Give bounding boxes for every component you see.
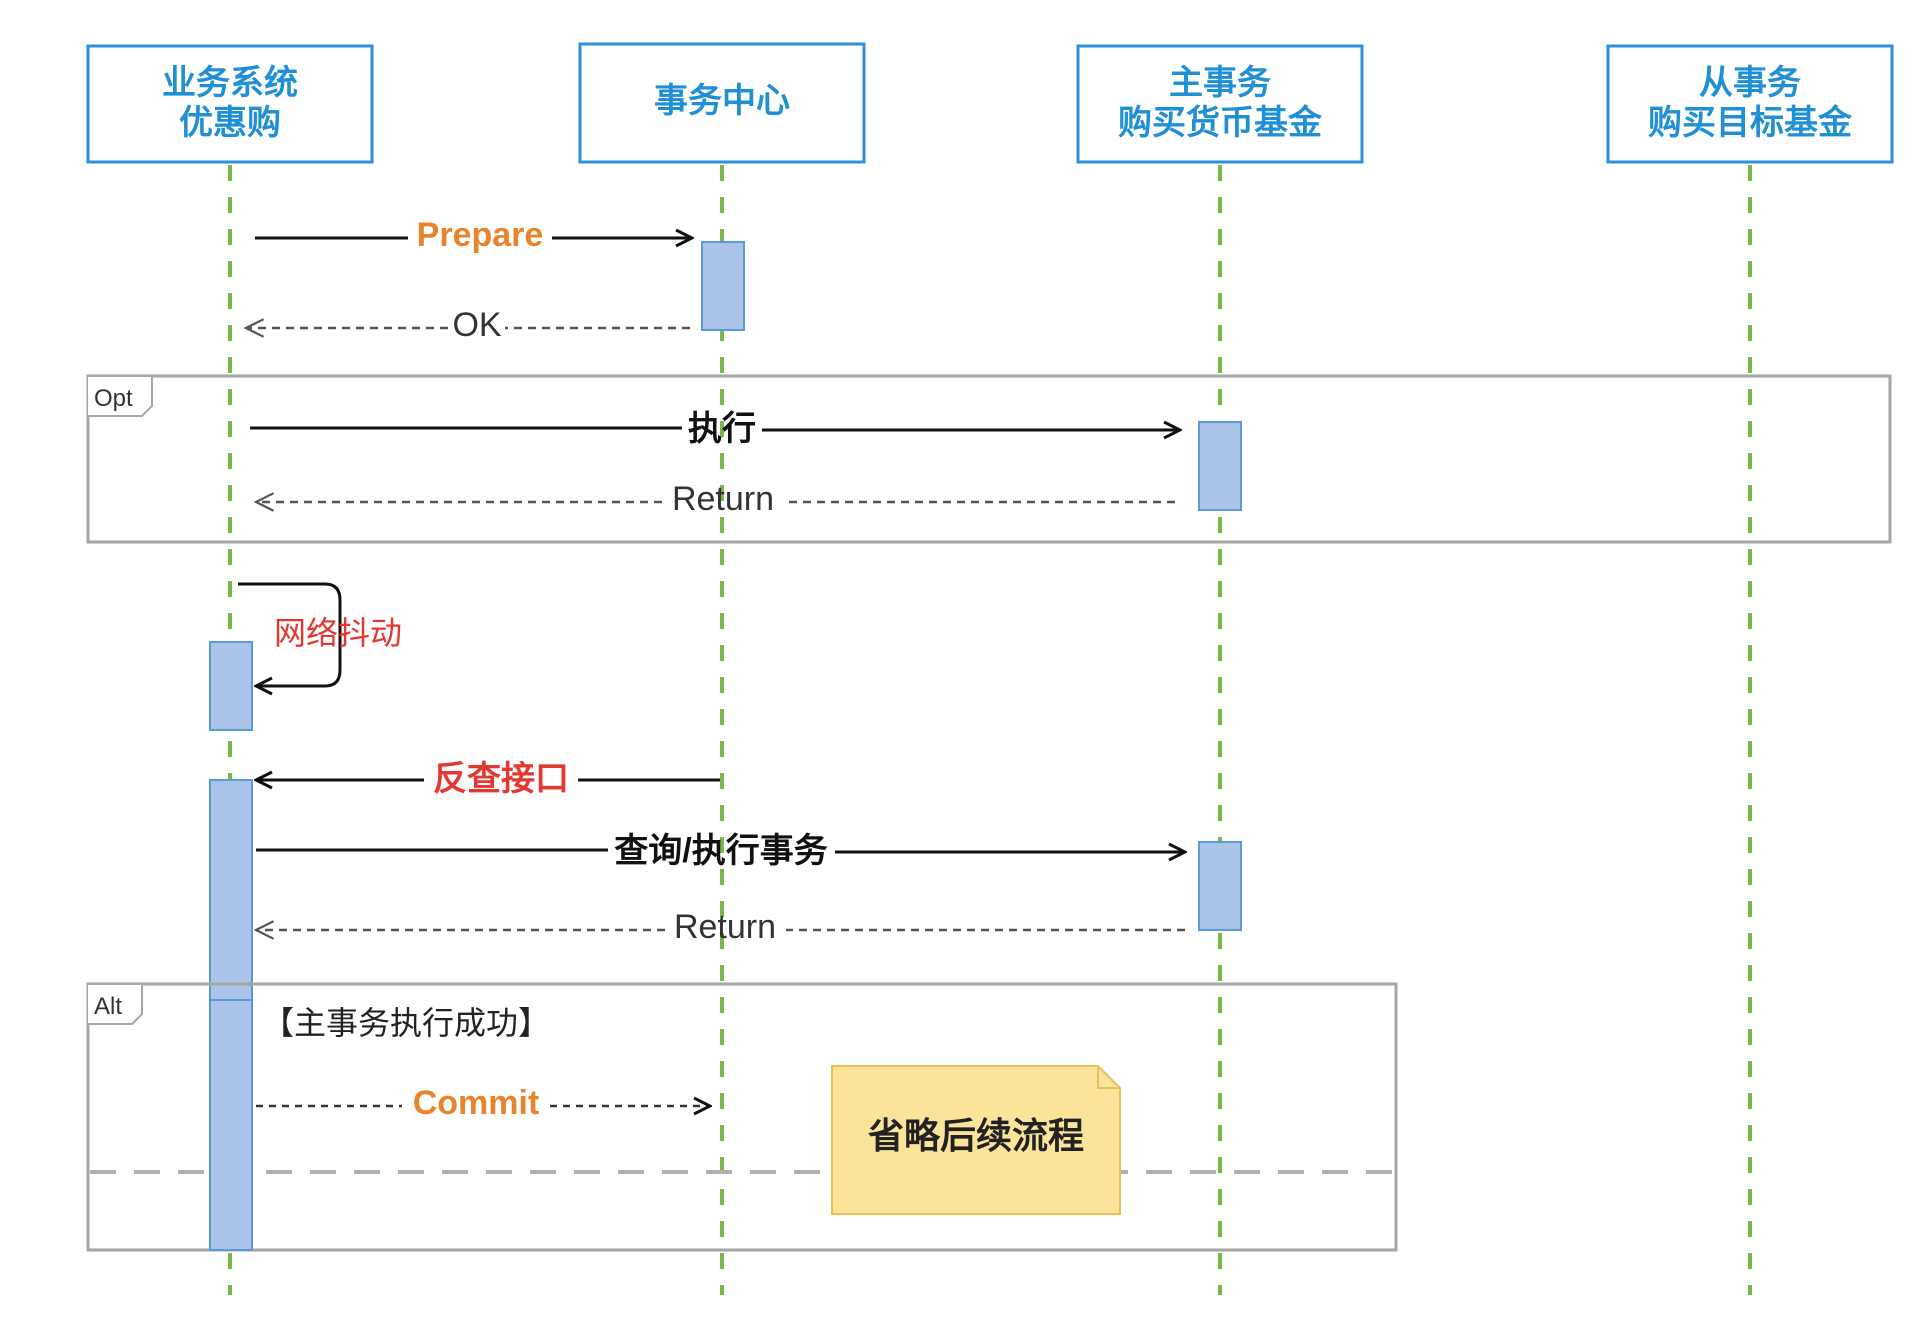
alt-frame-tag: Alt [94,993,122,1020]
activation-coordinator-prepare [701,241,745,331]
alt-guard-label: 【主事务执行成功】 [262,1005,550,1041]
participant-business-line2: 优惠购 [179,104,281,142]
participant-sub-tx-line2: 购买目标基金 [1648,103,1853,142]
participant-main-tx-line1: 主事务 [1169,64,1271,102]
message-ok-label: OK [452,306,501,344]
participant-business: 业务系统 优惠购 [86,44,374,164]
message-commit-label: Commit [413,1084,540,1122]
message-reverse-query-label: 反查接口 [433,760,569,798]
activation-business-main-overlay [209,999,253,1251]
alt-frame: Alt 【主事务执行成功】 [86,982,1398,1252]
activation-main-tx-query [1198,841,1242,931]
opt-frame: Opt [86,374,1892,544]
participant-main-tx: 主事务 购买货币基金 [1076,44,1364,164]
message-prepare-label: Prepare [417,216,544,254]
message-jitter-label: 网络抖动 [274,615,402,651]
participant-coordinator-label: 事务中心 [654,82,790,120]
participant-business-line1: 业务系统 [162,64,298,102]
message-execute-label: 执行 [688,410,756,448]
participant-main-tx-line2: 购买货币基金 [1118,103,1323,142]
activation-business-jitter [209,641,253,731]
note-omitted-flow-text: 省略后续流程 [868,1115,1084,1156]
message-jitter-selfcall [238,582,342,686]
opt-frame-tag: Opt [94,385,133,412]
participant-coordinator: 事务中心 [578,42,866,164]
message-query-execute-label: 查询/执行事务 [614,832,827,870]
note-omitted-flow: 省略后续流程 [831,1065,1121,1215]
participant-sub-tx: 从事务 购买目标基金 [1606,44,1894,164]
participant-sub-tx-line1: 从事务 [1699,64,1801,102]
message-return2-label: Return [674,908,776,946]
message-return1-label: Return [672,480,774,518]
activation-main-tx-execute [1198,421,1242,511]
